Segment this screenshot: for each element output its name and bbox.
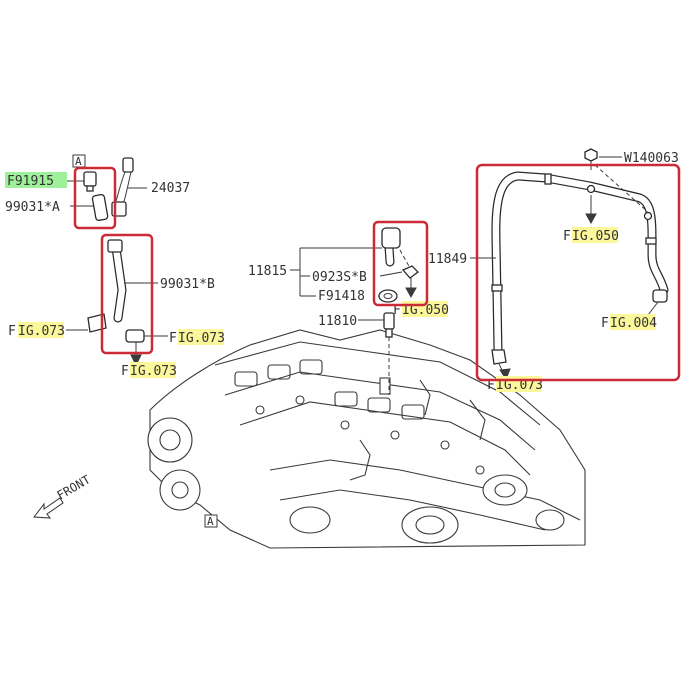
label-24037: 24037 [151,181,190,196]
fig073-bottom-ref: IG.073 [130,364,177,379]
front-arrow-icon [33,497,64,519]
fig050-center-prefix: F [393,303,401,318]
fig050-center-ref: IG.050 [402,303,449,318]
highlight-frame-top-left [73,166,117,230]
fig073-bottom-prefix: F [121,364,129,379]
reference-a-bottom: A [204,514,218,528]
label-11815: 11815 [248,264,287,279]
label-w140063: W140063 [624,151,679,166]
fig073-left-ref: IG.073 [18,324,65,339]
front-arrow: FRONT [33,472,93,519]
fig073-right-prefix: F [487,378,495,393]
label-0923s: 0923S*B [312,270,367,285]
front-label: FRONT [55,472,93,502]
connector-f91915-drawing [83,171,97,192]
engine-block-drawing [147,329,586,549]
reference-a-bottom-label: A [207,515,214,528]
hose-99031b-drawing [107,239,127,323]
fig073-mid-ref: IG.073 [178,331,225,346]
hose-11849-drawing [491,171,669,365]
reference-a-top: A [72,154,86,168]
pcv-valve-drawing [378,227,419,338]
highlight-frame-hose-left [100,233,154,355]
highlight-frame-center [372,220,429,307]
label-99031a: 99031*A [5,200,60,215]
label-11849: 11849 [428,252,467,267]
reference-a-top-label: A [75,155,82,168]
fig073-mid-prefix: F [169,331,177,346]
label-99031b: 99031*B [160,277,215,292]
highlight-frame-right [475,163,681,382]
fig004-prefix: F [601,316,609,331]
fig050-right-ref: IG.050 [572,229,619,244]
fig050-right-prefix: F [563,229,571,244]
bolt-w140063-drawing [584,148,598,170]
fig073-right-ref: IG.073 [496,378,543,393]
hose-99031a-drawing [91,193,109,222]
fig004-ref: IG.004 [610,316,657,331]
label-11810: 11810 [318,314,357,329]
fig073-left-prefix: F [8,324,16,339]
label-f91915: F91915 [7,174,54,189]
label-f91418: F91418 [318,289,365,304]
